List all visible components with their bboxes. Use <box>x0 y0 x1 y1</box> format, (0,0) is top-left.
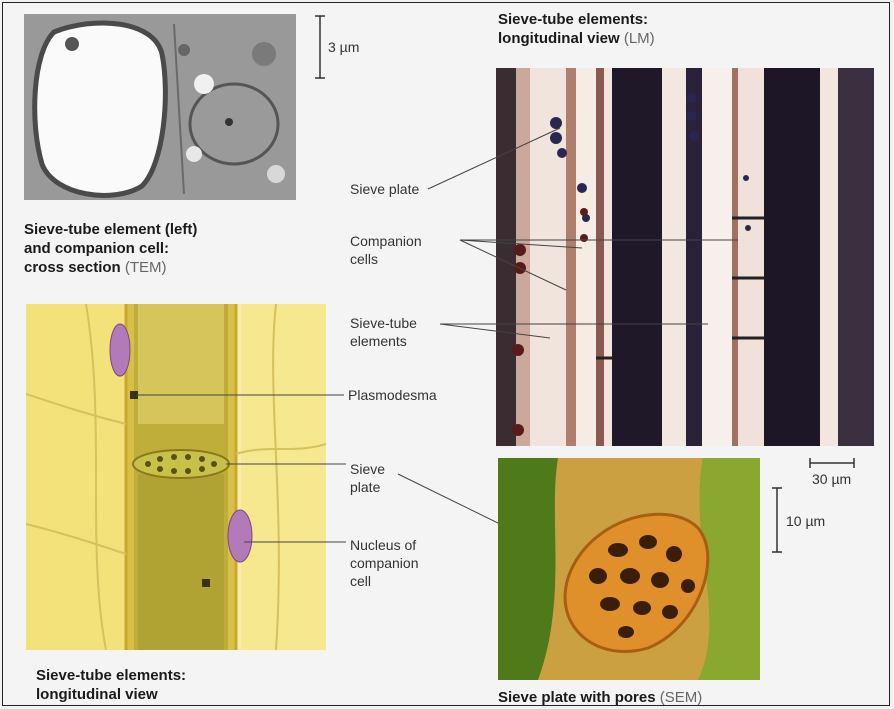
sem-scale-bar <box>770 486 784 556</box>
sem-caption-tag: (SEM) <box>660 689 703 706</box>
sem-scale-label: 10 µm <box>786 512 825 530</box>
drawing-caption-line1: Sieve-tube elements: <box>36 666 186 685</box>
sem-micrograph <box>498 458 760 680</box>
drawing-caption-line2: longitudinal view <box>36 685 186 704</box>
sem-caption-text: Sieve plate with pores <box>498 689 656 706</box>
lm-scale-bar <box>808 457 858 469</box>
drawing-caption: Sieve-tube elements: longitudinal view <box>36 666 186 704</box>
lm-scale-label: 30 µm <box>812 470 851 488</box>
sem-caption: Sieve plate with pores (SEM) <box>498 688 702 707</box>
